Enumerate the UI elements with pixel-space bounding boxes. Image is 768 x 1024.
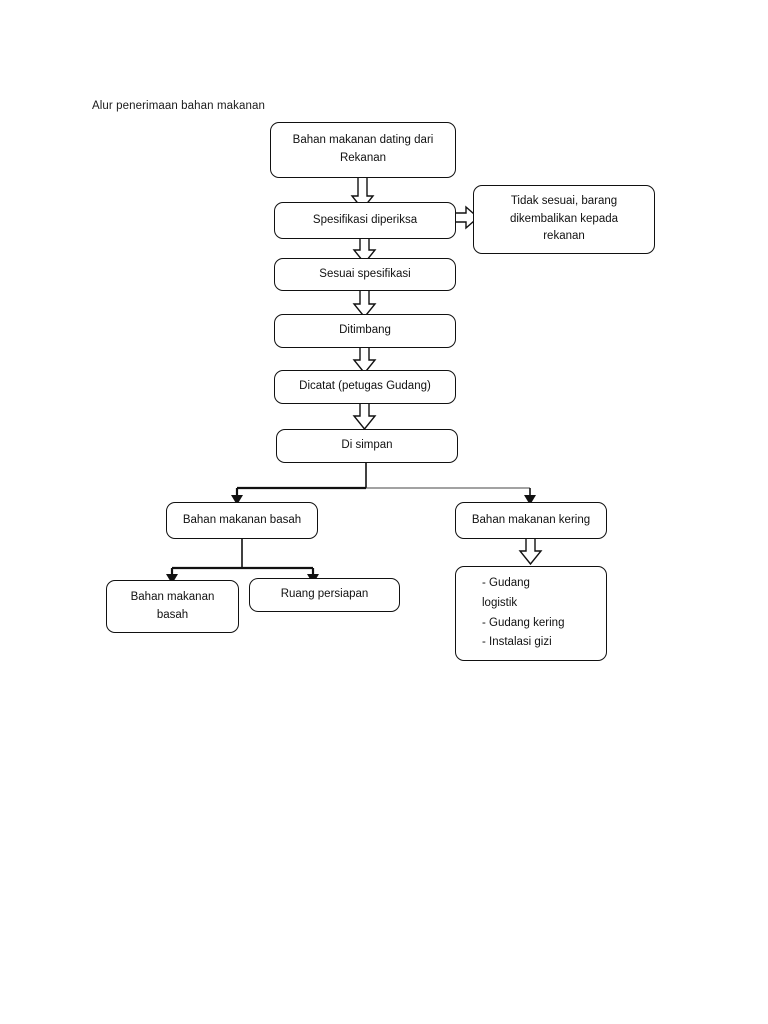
- edge-n6-n7: [352, 404, 377, 431]
- node-label: Sesuai spesifikasi: [319, 267, 411, 280]
- node-spesifikasi-diperiksa[interactable]: Spesifikasi diperiksa: [274, 202, 456, 239]
- node-bahan-makanan-basah-detail[interactable]: Bahan makanan basah: [106, 580, 239, 633]
- node-bahan-makanan-dating[interactable]: Bahan makanan dating dari Rekanan: [270, 122, 456, 178]
- node-tidak-sesuai[interactable]: Tidak sesuai, barang dikembalikan kepada…: [473, 185, 655, 254]
- page-title: Alur penerimaan bahan makanan: [92, 100, 265, 112]
- node-label: Ruang persiapan: [280, 588, 369, 601]
- node-di-simpan[interactable]: Di simpan: [276, 429, 458, 463]
- edge-n7-split: [231, 463, 536, 505]
- node-label: Spesifikasi diperiksa: [312, 213, 418, 226]
- edge-n9-n12: [518, 539, 543, 566]
- node-label: Bahan makanan basah: [182, 513, 302, 526]
- node-label: Bahan makanan dating dari Rekanan: [292, 134, 434, 164]
- node-label: Ditimbang: [339, 324, 391, 337]
- node-gudang-list[interactable]: - Gudang logistik - Gudang kering - Inst…: [455, 566, 607, 661]
- node-dicatat-petugas-gudang[interactable]: Dicatat (petugas Gudang): [274, 370, 456, 404]
- node-ruang-persiapan[interactable]: Ruang persiapan: [249, 578, 400, 612]
- node-bahan-makanan-kering[interactable]: Bahan makanan kering: [455, 502, 607, 539]
- node-label: Bahan makanan basah: [130, 590, 215, 621]
- node-label: Bahan makanan kering: [471, 513, 591, 526]
- node-label: Tidak sesuai, barang dikembalikan kepada…: [509, 194, 619, 243]
- node-label: Di simpan: [341, 439, 393, 452]
- node-label: - Gudang logistik - Gudang kering - Inst…: [482, 576, 565, 649]
- node-ditimbang[interactable]: Ditimbang: [274, 314, 456, 348]
- node-label: Dicatat (petugas Gudang): [299, 380, 431, 393]
- node-bahan-makanan-basah[interactable]: Bahan makanan basah: [166, 502, 318, 539]
- node-sesuai-spesifikasi[interactable]: Sesuai spesifikasi: [274, 258, 456, 291]
